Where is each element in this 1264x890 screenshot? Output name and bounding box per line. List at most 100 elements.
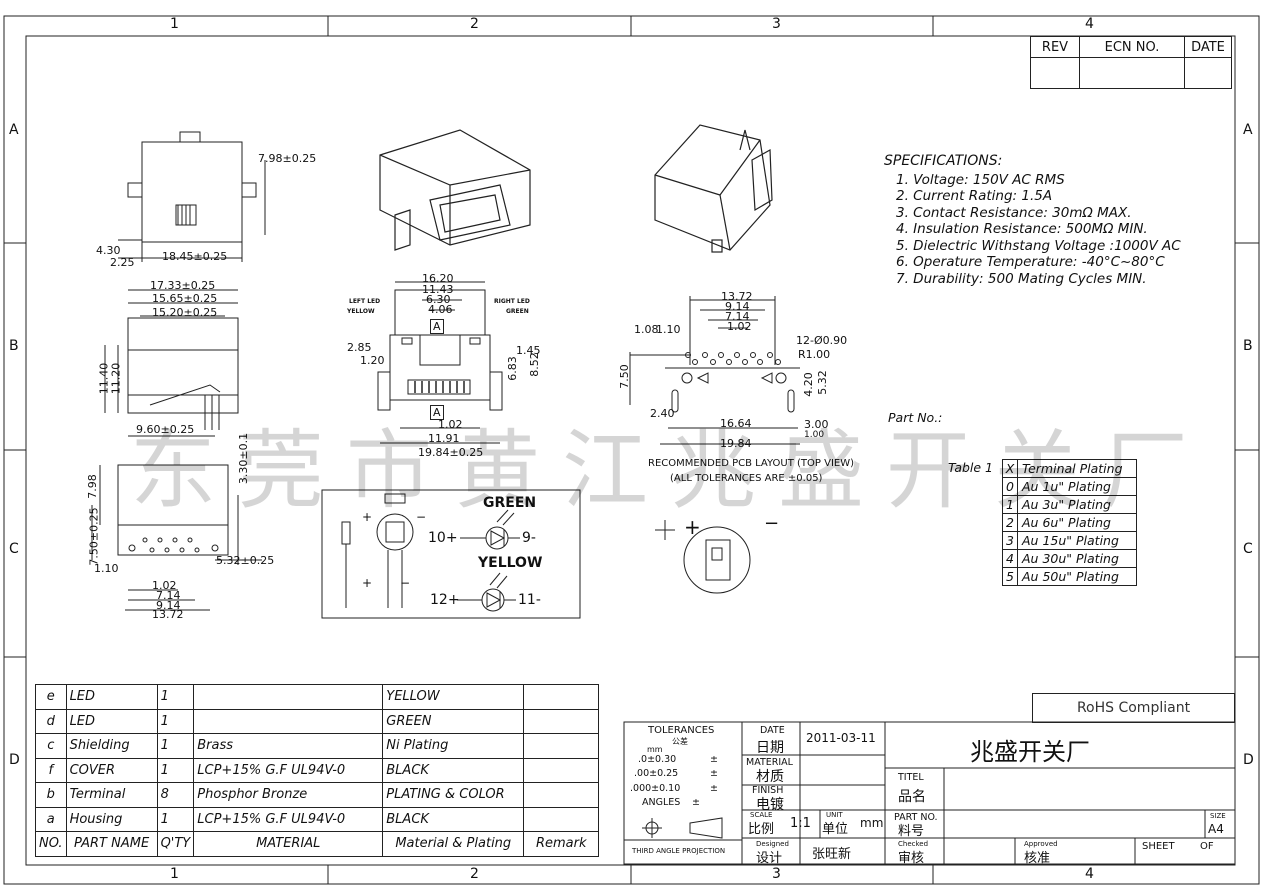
left-led-label: LEFT LED (349, 298, 381, 305)
pcb-tolerance-caption: (ALL TOLERANCES ARE ±0.05) (670, 473, 823, 484)
row-label-d-right: D (1243, 752, 1254, 768)
pcb-layout (629, 296, 800, 445)
bom-header: PART NAME (65, 831, 158, 857)
plating-code: 4 (1002, 549, 1018, 568)
row-label-b-right: B (1243, 338, 1253, 354)
spec-item: 6. Operature Temperature: -40°C~80°C (896, 254, 1165, 270)
bom-plating: YELLOW (382, 684, 525, 710)
finish-cn: 电镀 (756, 797, 784, 813)
iso-view-rear (654, 124, 773, 253)
tolerance-2: .00±0.25 (634, 768, 679, 779)
date-value: 2011-03-11 (806, 731, 876, 745)
dim-label: 1.45 (516, 344, 541, 357)
unit-mm: mm (647, 745, 663, 754)
part-no-label: Part No.: (888, 410, 943, 425)
scale-label: SCALE (750, 811, 773, 819)
minus-sign: − (400, 576, 411, 590)
bom-plating: Ni Plating (382, 733, 525, 759)
bom-qty: 1 (156, 733, 195, 759)
date-label: DATE (760, 725, 785, 736)
dim-label: 1.02 (152, 579, 177, 592)
unit-value: mm (860, 816, 884, 830)
bom-qty: 1 (156, 684, 195, 710)
dim-label: 7.50±0.25 (87, 507, 101, 566)
bom-header: NO. (35, 831, 67, 857)
plating-value: Au 15u" Plating (1017, 531, 1137, 550)
dim-label: 17.33±0.25 (150, 279, 216, 292)
date-header: DATE (1184, 36, 1232, 58)
rohs-badge: RoHS Compliant (1032, 693, 1235, 723)
scale-cn: 比例 (748, 822, 775, 837)
angles-pm: ± (692, 797, 700, 808)
bom-qty: 1 (156, 806, 195, 832)
dim-label: 13.72 (152, 608, 184, 621)
tolerance-pm: ± (710, 754, 718, 765)
green-led-label: GREEN (483, 495, 537, 511)
bom-part: Housing (65, 806, 158, 832)
company-name: 兆盛开关厂 (970, 738, 1090, 766)
specifications: SPECIFICATIONS: 1. Voltage: 150V AC RMS … (884, 153, 1181, 287)
plating-table-label: Table 1 (948, 460, 994, 475)
col-label-3: 3 (772, 16, 781, 32)
row-label-a: A (9, 122, 19, 138)
spec-item: 7. Durability: 500 Mating Cycles MIN. (896, 270, 1147, 287)
plus-sign: + (362, 510, 373, 524)
plating-value: Au 30u" Plating (1017, 549, 1137, 568)
bom-part: LED (65, 684, 158, 710)
bom-remark (523, 684, 600, 710)
dim-label: 6.30 (426, 293, 451, 306)
bom-material (193, 684, 384, 710)
scale-value: 1:1 (790, 816, 811, 831)
spec-item: 2. Current Rating: 1.5A (896, 188, 1053, 204)
dim-label: 7.98±0.25 (258, 152, 317, 165)
bom-no: b (35, 782, 67, 808)
plating-value: Au 50u" Plating (1017, 567, 1137, 586)
bom-no: f (35, 757, 67, 783)
bom-plating: PLATING & COLOR (382, 782, 525, 808)
ecn-header: ECN NO. (1079, 36, 1185, 58)
iso-view-front (379, 129, 531, 251)
plus-sign: + (362, 576, 373, 590)
bom-header: Material & Plating (382, 831, 525, 857)
row-label-d: D (9, 752, 20, 768)
tolerance-1: .0±0.30 (638, 754, 677, 765)
yellow-led-label: YELLOW (478, 555, 543, 571)
of-label: OF (1200, 841, 1214, 852)
date-cn: 日期 (756, 740, 784, 756)
plating-code: 5 (1002, 567, 1018, 586)
bom-no: e (35, 684, 67, 710)
dim-label: 16.20 (422, 272, 454, 285)
yellow-anode-pin: 12+ (430, 592, 460, 608)
dim-label: 1.10 (94, 562, 119, 575)
checked-label: Checked (898, 840, 929, 848)
dim-label: 2.40 (650, 407, 675, 420)
approved-cn: 核准 (1024, 851, 1051, 866)
dim-label: 9.60±0.25 (136, 423, 195, 436)
titel-cn: 品名 (898, 789, 926, 805)
finish-label: FINISH (752, 785, 784, 796)
bom-qty: 1 (156, 757, 195, 783)
bom-part: Terminal (65, 782, 158, 808)
tolerances-cn: 公差 (672, 737, 688, 746)
plating-code: 3 (1002, 531, 1018, 550)
dim-label: 3.00 (804, 418, 829, 431)
bom-header: Q'TY (156, 831, 195, 857)
col-label-3-bottom: 3 (772, 866, 781, 882)
section-marker: A (430, 405, 444, 420)
bom-material (193, 708, 384, 734)
designer-name: 张旺新 (812, 847, 852, 862)
size-label: SIZE (1210, 812, 1226, 820)
tolerance-3: .000±0.10 (630, 783, 681, 794)
bom-qty: 8 (156, 782, 195, 808)
dim-label: 18.45±0.25 (162, 250, 228, 263)
